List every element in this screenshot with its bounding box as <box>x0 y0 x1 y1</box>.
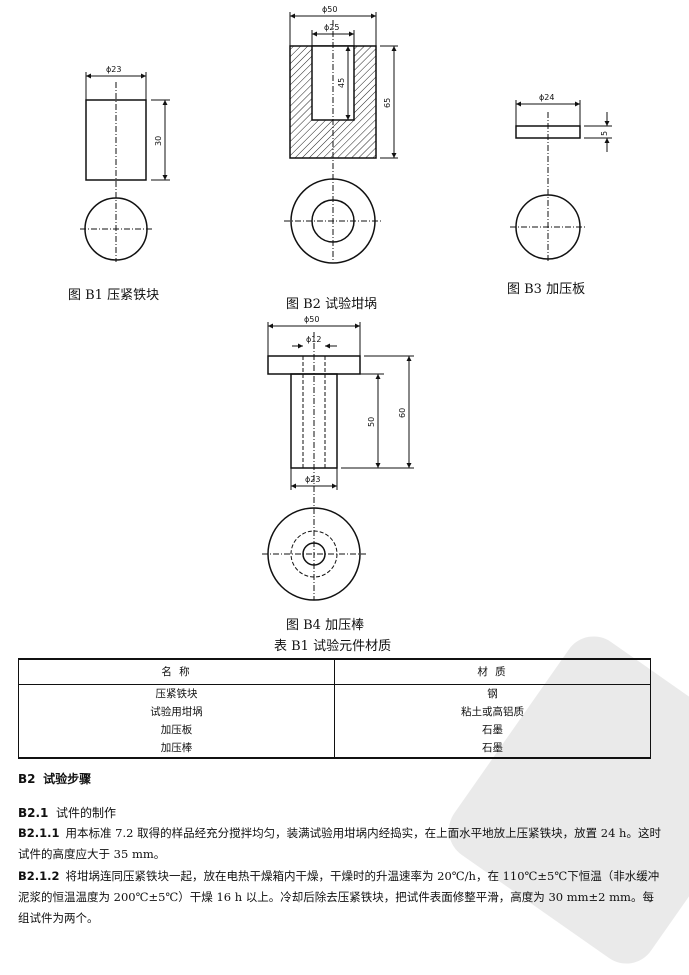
figure-b4-drawing <box>262 322 414 601</box>
header-name: 名 称 <box>18 659 335 685</box>
b2-dim-height: 65 <box>383 98 392 108</box>
table-row: 试验用坩埚 粘土或高铝质 <box>18 703 651 721</box>
paragraph-number: B2.1.1 <box>18 826 60 840</box>
materials-table: 名 称 材 质 压紧铁块 钢 试验用坩埚 粘土或高铝质 加压板 石墨 加压棒 石… <box>18 658 651 759</box>
b1-dim-diameter: ϕ23 <box>106 65 121 74</box>
table-row: 压紧铁块 钢 <box>18 684 651 703</box>
header-material: 材 质 <box>334 659 651 685</box>
section-title: 试验步骤 <box>43 772 92 786</box>
cell-name: 试验用坩埚 <box>18 703 335 721</box>
figure-b1-drawing <box>80 72 170 262</box>
b4-dim-head-diameter: ϕ50 <box>304 315 319 324</box>
section-number: B2 <box>18 772 36 786</box>
section-title: 试件的制作 <box>56 806 117 820</box>
b4-dim-stem-diameter: ϕ23 <box>305 475 320 484</box>
figure-b2-caption: 图 B2 试验坩埚 <box>286 297 378 312</box>
figure-b3-drawing <box>510 100 612 262</box>
table-row: 加压板 石墨 <box>18 721 651 739</box>
b4-dim-stem-length: 50 <box>367 417 376 427</box>
table-title: 表 B1 试验元件材质 <box>274 639 392 654</box>
section-b21-heading: B2.1 试件的制作 <box>18 804 116 821</box>
section-b2-heading: B2 试验步骤 <box>18 770 91 787</box>
figure-b2-drawing <box>284 12 398 264</box>
figure-b3-caption: 图 B3 加压板 <box>507 282 586 297</box>
cell-material: 钢 <box>487 688 498 700</box>
table-row: 加压棒 石墨 <box>18 739 651 758</box>
b2-dim-inner-diameter: ϕ25 <box>324 23 339 32</box>
b4-dim-total-length: 60 <box>398 408 407 418</box>
section-number: B2.1 <box>18 806 49 820</box>
figure-b1-caption: 图 B1 压紧铁块 <box>68 288 160 303</box>
paragraph-text: 将坩埚连同压紧铁块一起，放在电热干燥箱内干燥，干燥时的升温速率为 20℃/h，在… <box>18 869 660 925</box>
b3-dim-thickness: 5 <box>600 131 609 136</box>
b2-dim-outer-diameter: ϕ50 <box>322 5 337 14</box>
technical-drawings: ϕ23 30 ϕ50 ϕ25 45 65 ϕ24 5 ϕ50 ϕ12 ϕ23 5… <box>80 5 612 601</box>
table-header-row: 名 称 材 质 <box>18 659 651 685</box>
cell-name: 加压棒 <box>18 739 335 758</box>
cell-material: 石墨 <box>482 742 503 754</box>
b1-dim-height: 30 <box>154 136 163 146</box>
paragraph-text: 用本标准 7.2 取得的样品经充分搅拌均匀，装满试验用坩埚内经捣实，在上面水平地… <box>18 826 661 861</box>
b4-dim-hole-diameter: ϕ12 <box>306 335 321 344</box>
figure-b4-caption: 图 B4 加压棒 <box>286 618 365 633</box>
cell-name: 加压板 <box>18 721 335 739</box>
b3-dim-diameter: ϕ24 <box>539 93 554 102</box>
cell-material: 粘土或高铝质 <box>461 706 524 718</box>
paragraph-number: B2.1.2 <box>18 869 60 883</box>
cell-name: 压紧铁块 <box>18 684 335 703</box>
cell-material: 石墨 <box>482 724 503 736</box>
b2-dim-depth: 45 <box>337 78 346 88</box>
